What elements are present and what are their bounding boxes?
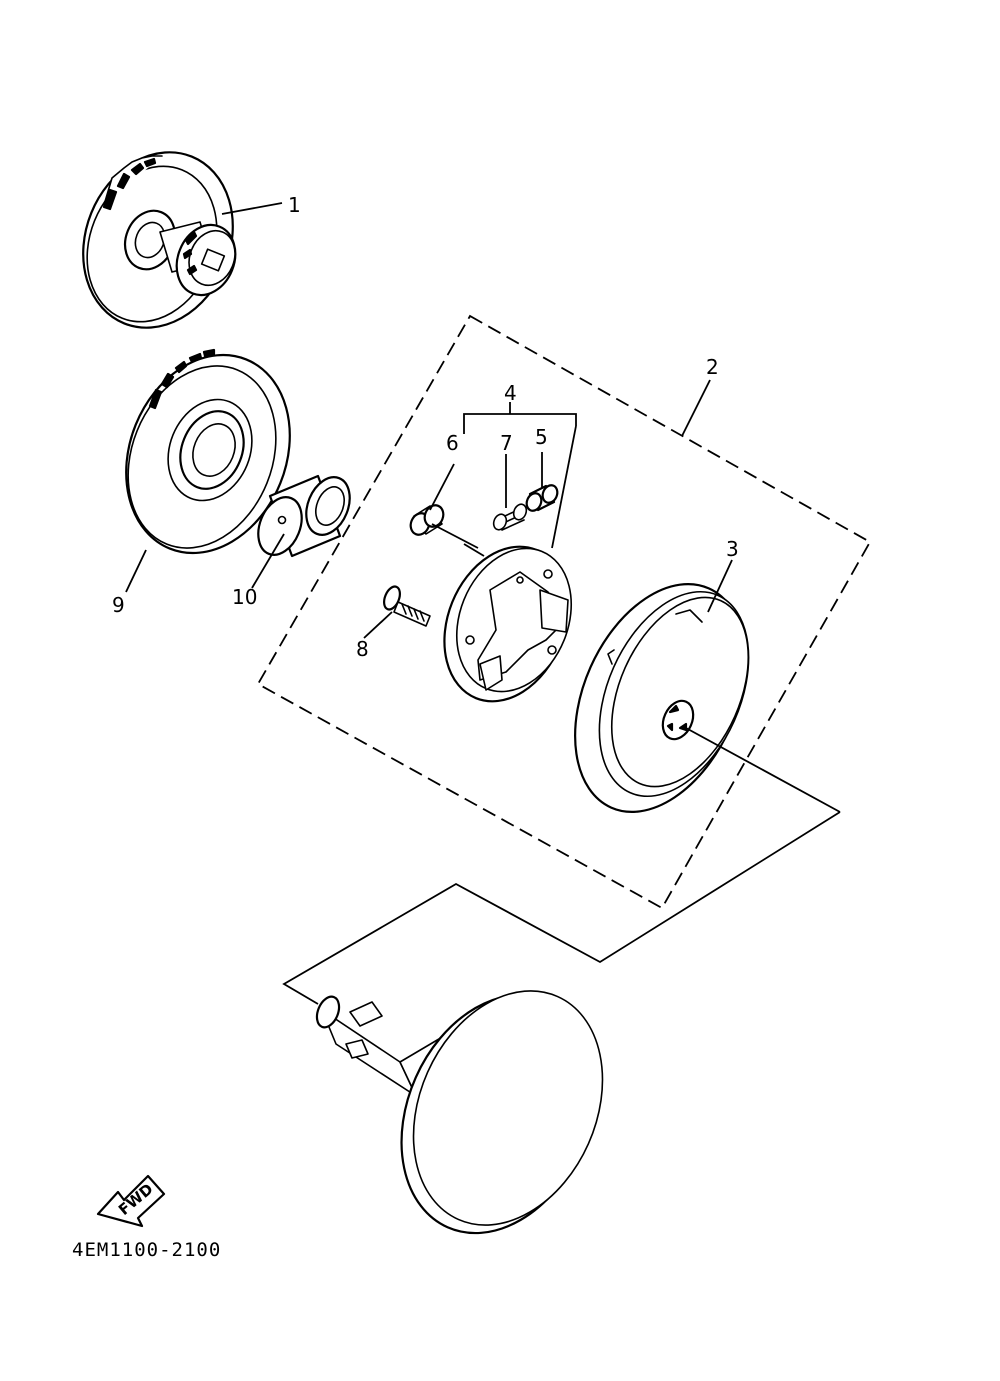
callout-9[interactable]: 9 xyxy=(112,593,125,617)
leader-6b xyxy=(463,543,485,557)
leader-6 xyxy=(429,463,455,511)
callout-2[interactable]: 2 xyxy=(706,355,719,379)
leader-10 xyxy=(251,533,285,589)
assembly-2-boundary xyxy=(256,314,872,910)
callout-7[interactable]: 7 xyxy=(500,431,513,455)
leader-4-plate xyxy=(551,425,577,549)
callout-labels: 1 2 3 4 5 6 7 8 9 10 xyxy=(112,193,739,661)
leader-8 xyxy=(363,611,393,639)
crankshaft-flywheel[interactable] xyxy=(313,961,638,1264)
part-6-roller[interactable] xyxy=(408,502,447,537)
leader-9 xyxy=(125,549,147,593)
part-7-spring[interactable] xyxy=(491,502,528,531)
part-10-collar[interactable] xyxy=(250,471,358,562)
callout-8[interactable]: 8 xyxy=(356,637,369,661)
leader-2 xyxy=(681,379,711,437)
part-1-starter-wheel-gear[interactable] xyxy=(58,130,259,351)
part-code: 4EM1100-2100 xyxy=(72,1239,221,1261)
callout-10[interactable]: 10 xyxy=(232,585,257,609)
axis-line xyxy=(685,727,841,813)
callout-1[interactable]: 1 xyxy=(288,193,301,217)
callout-3[interactable]: 3 xyxy=(726,537,739,561)
callout-6[interactable]: 6 xyxy=(446,431,459,455)
part-3-clutch-housing[interactable] xyxy=(542,557,778,838)
fwd-arrow-icon xyxy=(96,1174,166,1228)
leader-3 xyxy=(707,559,733,613)
part-9-starter-wheel[interactable] xyxy=(97,330,318,578)
assembly-outline xyxy=(282,811,841,1005)
leader-1 xyxy=(221,202,283,215)
callout-5[interactable]: 5 xyxy=(535,425,548,449)
callout-4[interactable]: 4 xyxy=(504,381,517,405)
part-8-screw[interactable] xyxy=(381,584,431,627)
leader-4-bracket xyxy=(463,413,577,434)
part-5-cap[interactable] xyxy=(524,483,560,513)
leader-6-to-plate xyxy=(431,523,479,549)
part-4-clutch-plate[interactable] xyxy=(422,528,592,720)
